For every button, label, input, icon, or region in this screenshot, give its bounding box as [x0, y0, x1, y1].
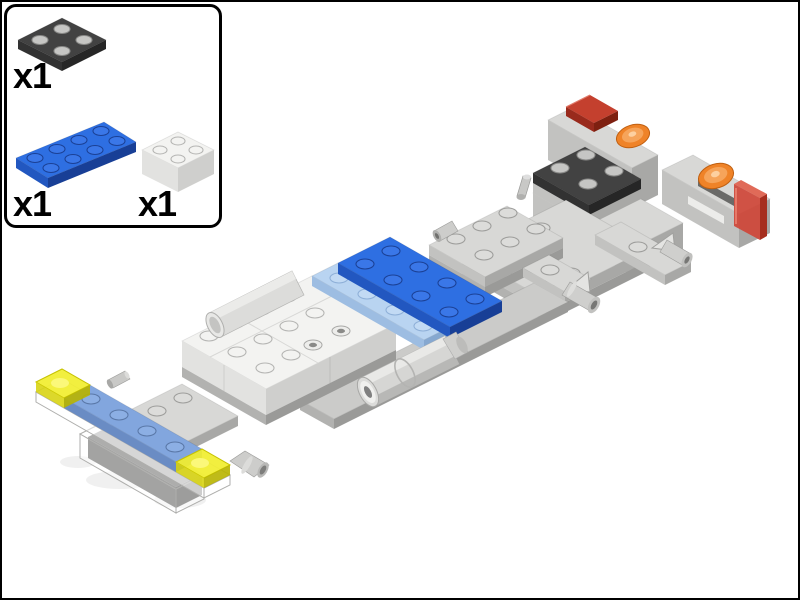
callout-part-plate-2x2-dark-gray-icon [17, 17, 107, 71]
part-count-label-dark-plate: x1 [13, 55, 52, 96]
callout-part-plate-2x4-blue-icon [15, 121, 137, 188]
right-engine-pod [356, 331, 469, 408]
rear-arm-plate [594, 221, 692, 285]
trans-orange-dish-2 [697, 162, 735, 190]
nozzle-cone-mid [561, 271, 601, 314]
hollow-stud [331, 325, 351, 337]
plate-2x2-dark-gray [532, 146, 642, 215]
nozzle-cone-rear [650, 232, 693, 268]
trans-orange-dish [615, 123, 651, 149]
wing-end-cone [229, 450, 270, 478]
right-arm-assembly [661, 154, 771, 248]
nozzle-cone-small [432, 220, 459, 242]
part-count-label-blue-plate: x1 [13, 183, 52, 224]
rear-antenna-cylinder [516, 174, 532, 200]
trans-yellow-plate-rear [174, 448, 232, 488]
trans-yellow-plate-front [34, 368, 92, 408]
center-body-white-block [181, 275, 397, 425]
red-plate-1x2 [565, 94, 618, 132]
hollow-stud [303, 339, 323, 351]
left-engine-cylinder [205, 270, 305, 339]
front-wing-assembly [34, 368, 270, 514]
front-gun-barrel [106, 370, 131, 389]
part-count-label-white-brick: x1 [138, 183, 177, 224]
trans-red-end-plate [734, 180, 767, 240]
plate-2x4-blue [337, 236, 503, 338]
callout-part-brick-2x2-white-icon [141, 131, 215, 192]
